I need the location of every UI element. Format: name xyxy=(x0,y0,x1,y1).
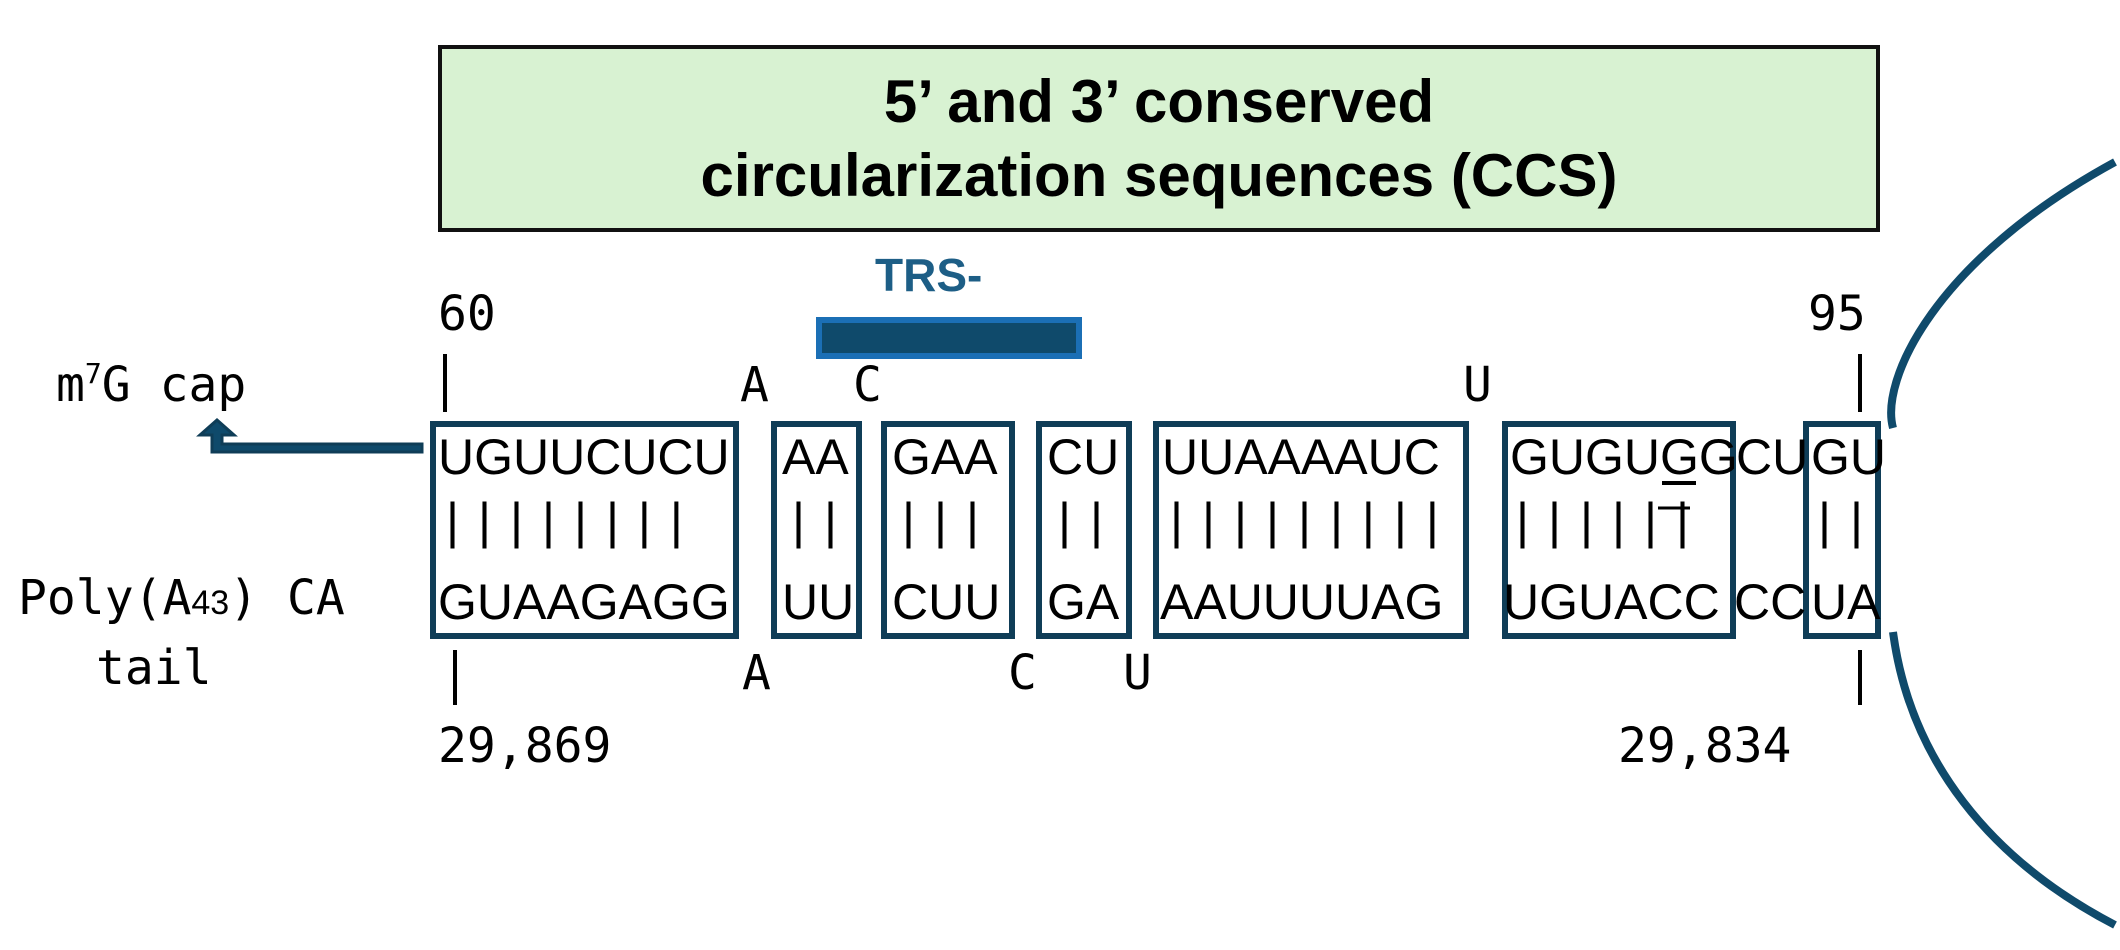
top-position-start: 60 xyxy=(438,286,496,342)
top-strand-seg-8: GU xyxy=(1811,429,1886,485)
pair-box-2 xyxy=(771,421,862,639)
top-position-end: 95 xyxy=(1808,286,1866,342)
bottom-strand-seg-8: UA xyxy=(1811,574,1881,630)
bottom-position-start: 29,869 xyxy=(438,718,612,774)
pair-box-3 xyxy=(881,421,1015,639)
bottom-bulge-a: A xyxy=(742,645,771,701)
bottom-bulge-u: U xyxy=(1123,645,1152,701)
polya-suffix: ) CA xyxy=(229,570,345,626)
cap-label-m: m xyxy=(56,357,85,413)
polya-subscript: 43 xyxy=(191,584,230,622)
position-ticks xyxy=(443,354,1862,705)
top-strand-seg-2: AA xyxy=(782,429,849,485)
cap-label-rest: G cap xyxy=(101,357,247,413)
top-strand-seg-1: UGUUCUCU xyxy=(438,429,730,485)
top-bulge-a: A xyxy=(740,357,769,413)
top-bulge-c: C xyxy=(853,357,882,413)
bottom-bulge-c: C xyxy=(1008,645,1037,701)
top-strand-seg-4: CU xyxy=(1047,429,1120,485)
pair-box-1 xyxy=(430,421,739,639)
pairing-6: |||||| xyxy=(1516,493,1708,549)
pairing-2: || xyxy=(792,493,856,549)
cap-label-superscript: 7 xyxy=(84,357,102,390)
pairing-boxes xyxy=(430,421,1881,639)
bottom-strand-seg-6: UGUACC xyxy=(1503,574,1720,630)
pair-box-6 xyxy=(1502,421,1736,639)
cap-label: m7G cap xyxy=(56,357,246,413)
bottom-strand-seg-5: AAUUUUAG xyxy=(1160,574,1444,630)
top-strand-underlined-g: G xyxy=(1660,429,1699,485)
top-strand-seg-6c: G xyxy=(1698,429,1738,485)
title-line-1: 5’ and 3’ conserved xyxy=(883,67,1435,135)
polya-label: Poly(A43) CA xyxy=(18,570,345,626)
pairing-1: |||||||| xyxy=(446,493,702,549)
cap-arrow xyxy=(196,417,424,454)
bottom-strand-seg-1: GUAAGAGG xyxy=(438,574,730,630)
title-line-2: circularization sequences (CCS) xyxy=(700,141,1618,209)
top-strand-seg-3: GAA xyxy=(892,429,998,485)
pairing-3: ||| xyxy=(902,493,998,549)
bottom-strand-seg-4: GA xyxy=(1047,574,1120,630)
top-strand-seg-7: CU xyxy=(1736,429,1809,485)
bottom-position-end: 29,834 xyxy=(1618,718,1792,774)
pair-box-5 xyxy=(1153,421,1469,639)
top-strand-seg-6a: GUGU xyxy=(1510,429,1660,485)
pairing-8: || xyxy=(1818,493,1882,549)
pairing-4: || xyxy=(1058,493,1122,549)
polya-prefix: Poly(A xyxy=(18,570,192,626)
top-bulge-u: U xyxy=(1463,357,1492,413)
bottom-strand-seg-2: UU xyxy=(782,574,855,630)
genome-arc xyxy=(1887,158,2117,929)
polya-tail-label: tail xyxy=(96,640,212,696)
trs-bar xyxy=(816,317,1082,359)
bottom-strand-seg-7: CC xyxy=(1734,574,1807,630)
pairing-5: ||||||||| xyxy=(1170,493,1458,549)
top-strand-seg-5: UUAAAAUC xyxy=(1162,429,1440,485)
trs-label: TRS- xyxy=(875,249,983,301)
pair-box-4 xyxy=(1036,421,1132,639)
title-box: 5’ and 3’ conserved circularization sequ… xyxy=(438,45,1880,232)
pair-box-8 xyxy=(1803,421,1881,639)
top-strand-seg-6: GUGUGG xyxy=(1510,428,1738,486)
bottom-strand-seg-3: CUU xyxy=(892,574,1001,630)
